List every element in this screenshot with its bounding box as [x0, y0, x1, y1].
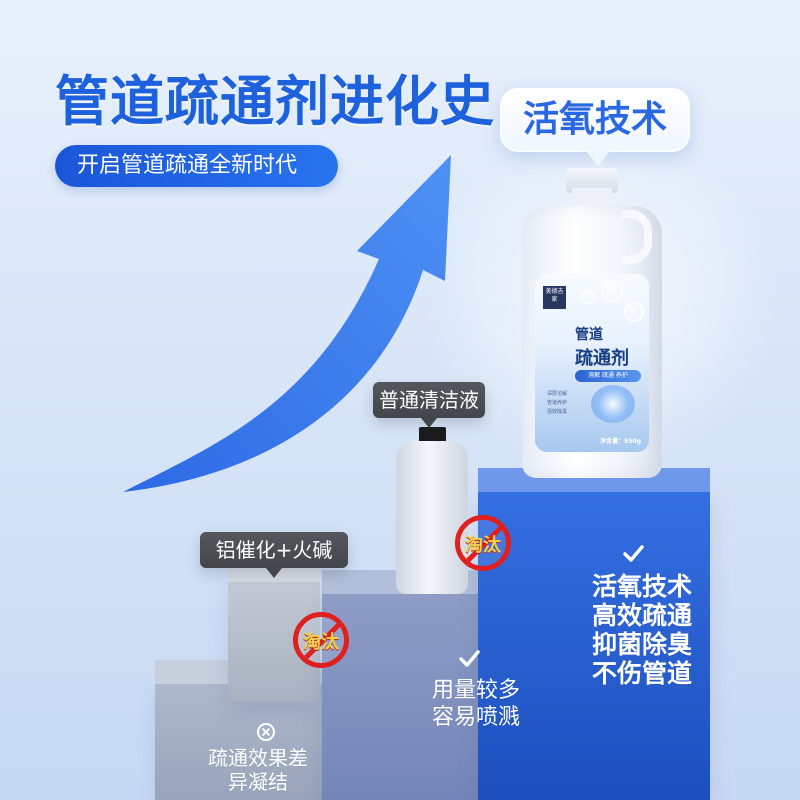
- plain-issue-line: 用量较多: [432, 678, 521, 703]
- active-features: 活氧技术 高效疏通 抑菌除臭 不伤管道: [592, 572, 692, 688]
- carbon-method-tag: 铝催化+火碱: [200, 532, 348, 578]
- product-feature-item: 强效除臭: [547, 409, 568, 415]
- check-icon: [459, 650, 480, 667]
- growth-arrow: [123, 155, 451, 492]
- carbon-issue-line: 异凝结: [228, 770, 288, 794]
- plain-issues: 用量较多 容易喷溅: [432, 677, 520, 731]
- net-content-label: 净含量：550g: [600, 438, 641, 445]
- brand-logo: 美德吉家: [543, 286, 566, 309]
- pipe-cleaner-bottle: 美德吉家 管道 疏通剂 溶解 疏通 养护 深层溶解 管道养护 强效除臭 净含量：…: [522, 168, 662, 478]
- check-icon: [623, 545, 644, 562]
- plain-cleaner-tag: 普通清洁液: [373, 382, 485, 428]
- active-feature-line: 高效疏通: [592, 601, 693, 630]
- product-benefits-strip: 溶解 疏通 养护: [575, 370, 641, 382]
- active-stage-block: [478, 468, 710, 800]
- product-feature-item: 深层溶解: [547, 391, 568, 397]
- subtitle-badge: 开启管道疏通全新时代: [55, 145, 338, 187]
- x-circle-icon: [257, 723, 275, 741]
- eliminated-stamp-text: 淘汰: [303, 632, 339, 653]
- plain-issue-line: 容易喷溅: [432, 705, 521, 730]
- eliminated-stamp: 淘汰: [293, 612, 349, 668]
- water-splash-icon: [591, 385, 635, 423]
- plain-cleaner-bottle: [396, 427, 468, 594]
- carbon-issues: 疏通效果差 异凝结: [208, 746, 308, 794]
- bubble-icon: [624, 302, 644, 322]
- active-feature-line: 抑菌除臭: [592, 630, 693, 659]
- product-feature-list: 深层溶解 管道养护 强效除臭: [547, 390, 567, 417]
- product-feature-item: 管道养护: [547, 400, 568, 406]
- bubble-icon: [601, 280, 623, 302]
- product-title-line2: 疏通剂: [575, 348, 629, 369]
- product-title-line1: 管道: [575, 327, 603, 343]
- active-oxygen-badge: 活氧技术: [500, 88, 690, 166]
- product-label: 美德吉家 管道 疏通剂 溶解 疏通 养护 深层溶解 管道养护 强效除臭 净含量：…: [535, 274, 649, 452]
- poster-title: 管道疏通剂进化史: [55, 70, 495, 133]
- bottle-handle: [622, 210, 652, 264]
- main-bottle-neck: [572, 188, 612, 208]
- carbon-issue-line: 疏通效果差: [208, 746, 308, 770]
- plain-bottle-body: [396, 441, 468, 594]
- active-feature-line: 活氧技术: [592, 572, 693, 601]
- bubble-icon: [581, 290, 595, 304]
- eliminated-stamp: 淘汰: [455, 515, 511, 571]
- active-feature-line: 不伤管道: [592, 659, 693, 688]
- eliminated-stamp-text: 淘汰: [465, 535, 501, 556]
